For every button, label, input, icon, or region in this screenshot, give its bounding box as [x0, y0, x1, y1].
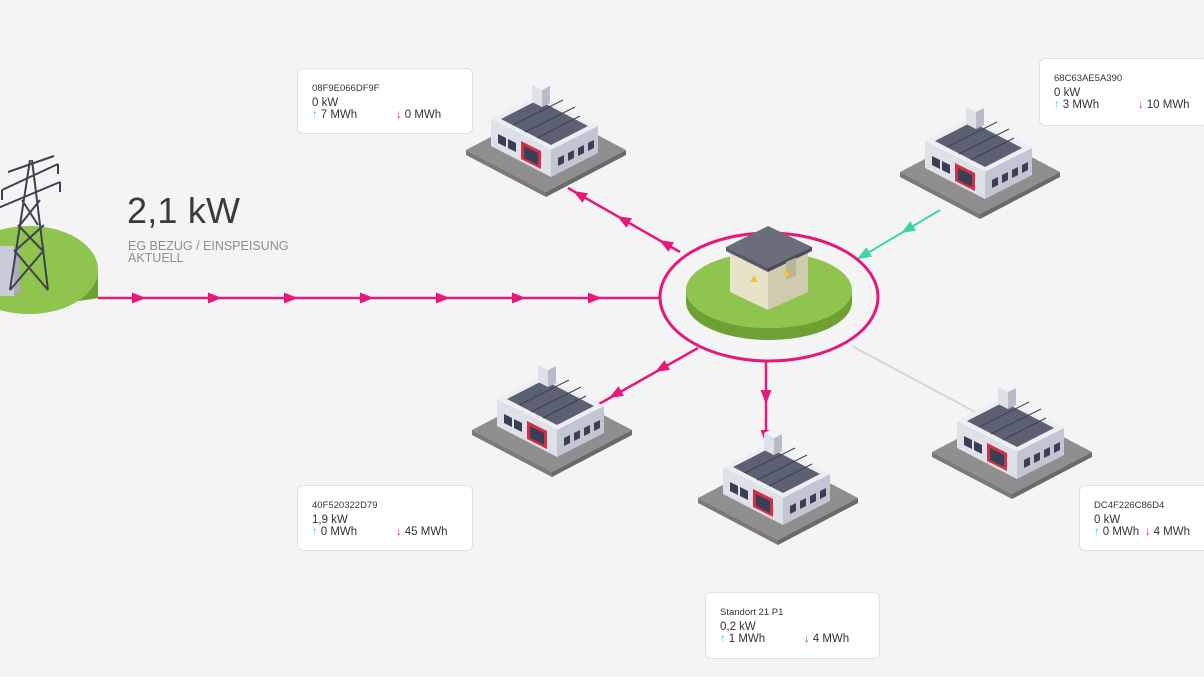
flow-arrow — [360, 292, 374, 304]
flow-arrow — [854, 247, 872, 264]
flow-arrow — [588, 292, 602, 304]
site-id: DC4F226C86D4 — [1094, 500, 1165, 511]
hub-node — [658, 226, 880, 363]
arrow-up-icon: ↑ — [1054, 99, 1060, 111]
flow-line-hub-to-site-40F520322D79 — [591, 346, 699, 410]
flow-line-site-68C63AE5A390-to-hub — [855, 209, 941, 261]
site-power: 1,9 kW — [312, 513, 348, 526]
arrow-down-icon: ↓ — [1138, 99, 1144, 111]
power-pylon-icon — [0, 155, 61, 291]
grid-node — [0, 155, 98, 314]
site-power: 0 kW — [312, 96, 339, 109]
flow-arrow — [606, 386, 624, 403]
flow-arrow — [436, 292, 450, 304]
flow-arrow — [760, 390, 772, 404]
current-power-label-line2: AKTUELL — [128, 251, 184, 265]
arrow-down-icon: ↓ — [1144, 526, 1151, 538]
flow-arrow — [512, 292, 526, 304]
arrow-down-icon: ↓ — [396, 109, 402, 121]
factory-building-icon — [465, 80, 627, 198]
arrow-up-icon: ↑ — [720, 633, 726, 645]
site-consumption: 4 MWh — [812, 633, 850, 645]
site-consumption: 0 MWh — [404, 109, 442, 121]
site-feed-in: 7 MWh — [320, 109, 358, 121]
arrow-up-icon: ↑ — [1094, 526, 1100, 538]
site-power: 0,2 kW — [720, 620, 756, 633]
flow-arrow — [570, 186, 588, 203]
site-feed-in: 0 MWh — [1102, 526, 1140, 538]
site-id: 40F520322D79 — [312, 500, 378, 511]
site-consumption: 10 MWh — [1146, 99, 1190, 111]
site-card-standort-21-p1[interactable]: Standort 21 P1 0,2 kW ↑1 MWh ↓4 MWh — [705, 592, 880, 659]
arrow-down-icon: ↓ — [804, 633, 810, 645]
site-card-DC4F226C86D4[interactable]: DC4F226C86D4 0 kW ↑0 MWh ↓4 MWh — [1079, 485, 1204, 551]
arrow-up-icon: ↑ — [312, 526, 318, 538]
site-feed-in: 1 MWh — [728, 633, 766, 645]
flow-arrow — [284, 292, 298, 304]
arrow-down-icon: ↓ — [396, 526, 402, 538]
flow-arrow — [656, 235, 674, 252]
site-card-40F520322D79[interactable]: 40F520322D79 1,9 kW ↑0 MWh ↓45 MWh — [297, 485, 473, 551]
flow-arrow — [898, 221, 916, 238]
flow-arrow — [652, 360, 670, 377]
factory-building-icon — [899, 102, 1061, 220]
site-id: 08F9E066DF9F — [312, 83, 380, 94]
site-id: 68C63AE5A390 — [1054, 73, 1123, 84]
site-feed-in: 3 MWh — [1062, 99, 1100, 111]
flow-arrow — [208, 292, 222, 304]
site-power: 0 kW — [1054, 86, 1081, 99]
factory-building-icon — [471, 360, 633, 478]
arrow-up-icon: ↑ — [312, 109, 318, 121]
current-power-label-line1: EG BEZUG / EINSPEISUNG — [128, 239, 289, 253]
flow-arrow — [614, 211, 632, 228]
site-consumption: 4 MWh — [1153, 526, 1190, 538]
site-card-68C63AE5A390[interactable]: 68C63AE5A390 0 kW ↑3 MWh ↓10 MWh — [1039, 58, 1204, 126]
site-id: Standort 21 P1 — [720, 607, 784, 618]
flow-line-hub-to-site-DC4F226C86D4-inactive — [851, 345, 991, 421]
site-consumption: 45 MWh — [404, 526, 448, 538]
factory-building-icon — [931, 382, 1093, 500]
transformer-station-icon — [726, 226, 812, 310]
site-feed-in: 0 MWh — [320, 526, 358, 538]
current-power-value: 2,1 kW — [127, 190, 241, 231]
current-power-label: EG BEZUG / EINSPEISUNG AKTUELL — [128, 239, 289, 265]
flow-arrow — [132, 292, 146, 304]
factory-building-icon — [697, 428, 859, 546]
site-card-08F9E066DF9F[interactable]: 08F9E066DF9F 0 kW ↑7 MWh ↓0 MWh — [297, 68, 473, 134]
flow-connections — [98, 186, 991, 462]
site-power: 0 kW — [1094, 513, 1121, 526]
